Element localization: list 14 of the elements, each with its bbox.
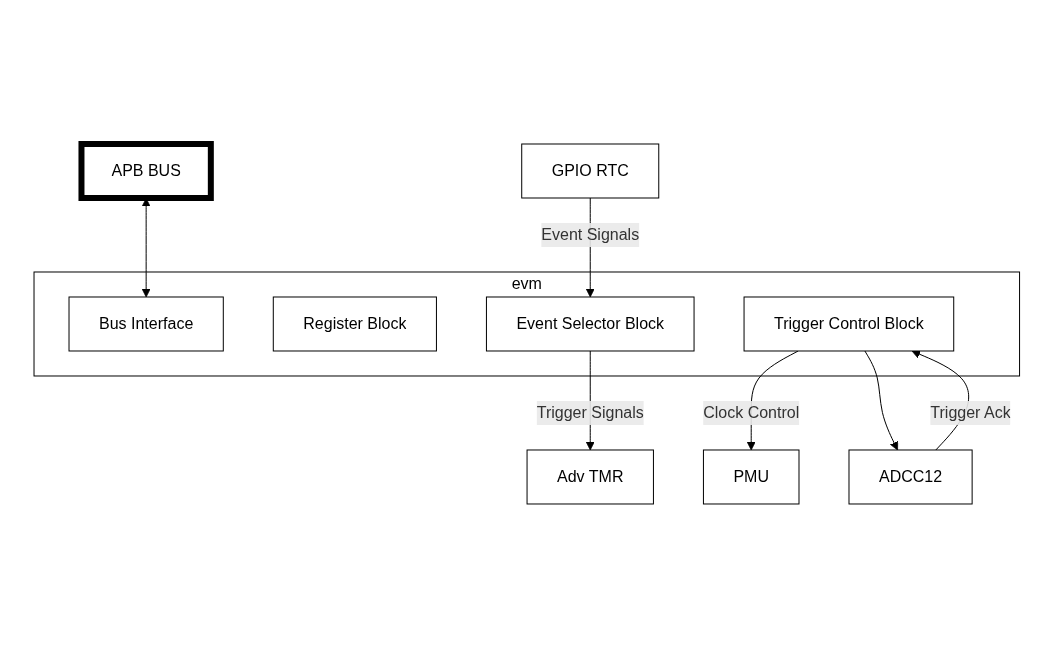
node-box: Event Selector Block (486, 296, 695, 352)
node-box: ADCC12 (848, 449, 973, 505)
edge-label: Trigger Ack (930, 403, 1011, 421)
arrow (864, 350, 899, 451)
node-box: PMU (703, 449, 800, 505)
node-box: Adv TMR (526, 449, 655, 505)
edge-label: Clock Control (703, 403, 800, 421)
node-box: Register Block (273, 296, 438, 352)
node-box: GPIO RTC (521, 143, 660, 199)
edge-label: Trigger Signals (536, 403, 644, 421)
node-box: Trigger Control Block (743, 296, 955, 352)
node-box: APB BUS (78, 141, 215, 201)
edge-label: Event Signals (541, 226, 640, 243)
node-box: Bus Interface (68, 296, 224, 352)
